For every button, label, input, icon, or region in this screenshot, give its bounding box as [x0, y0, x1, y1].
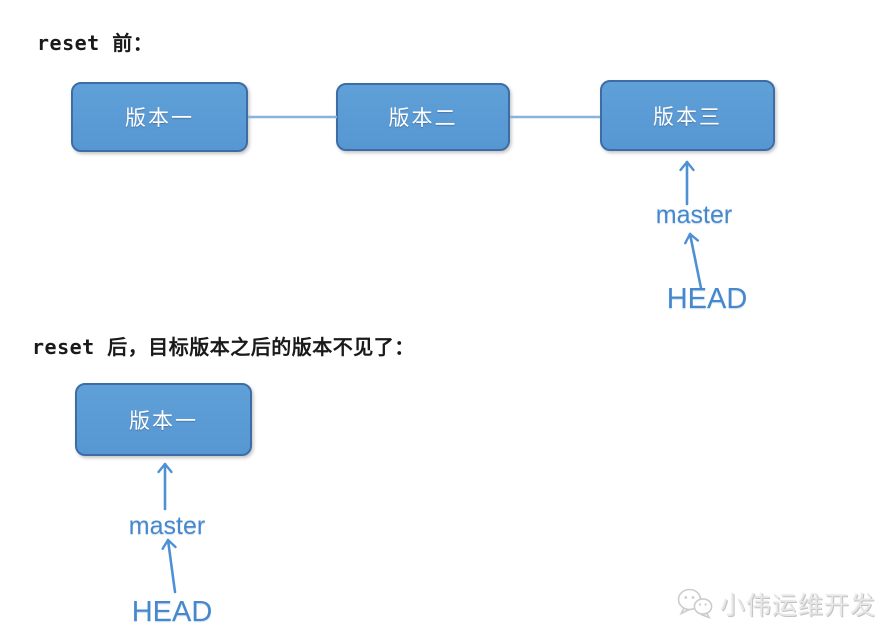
master-pointer-label-after: master: [128, 512, 206, 540]
arrow-head-to-master-after-icon: [161, 538, 177, 594]
section-before-title: reset 前：: [37, 31, 154, 55]
commit-box-label: 版本二: [388, 107, 458, 130]
commit-box-label: 版本一: [129, 409, 198, 433]
head-pointer-label-after: HEAD: [131, 596, 213, 628]
commit-box-label: 版本三: [653, 105, 722, 129]
commit-box-label: 版本一: [125, 107, 194, 130]
watermark: 小伟运维开发: [676, 586, 876, 622]
watermark-text: 小伟运维开发: [720, 592, 877, 620]
commit-box-version3-before: 版本三: [600, 80, 775, 151]
section-after-title: reset 后，目标版本之后的版本不见了：: [32, 335, 415, 359]
commit-box-version2-before: 版本二: [336, 83, 510, 151]
commit-box-version1-before: 版本一: [71, 82, 248, 152]
master-pointer-label-before: master: [655, 201, 733, 229]
head-pointer-label-before: HEAD: [666, 283, 748, 315]
arrow-head-to-master-before-icon: [684, 232, 703, 290]
commit-box-version1-after: 版本一: [75, 383, 252, 456]
wechat-icon: [677, 588, 713, 620]
